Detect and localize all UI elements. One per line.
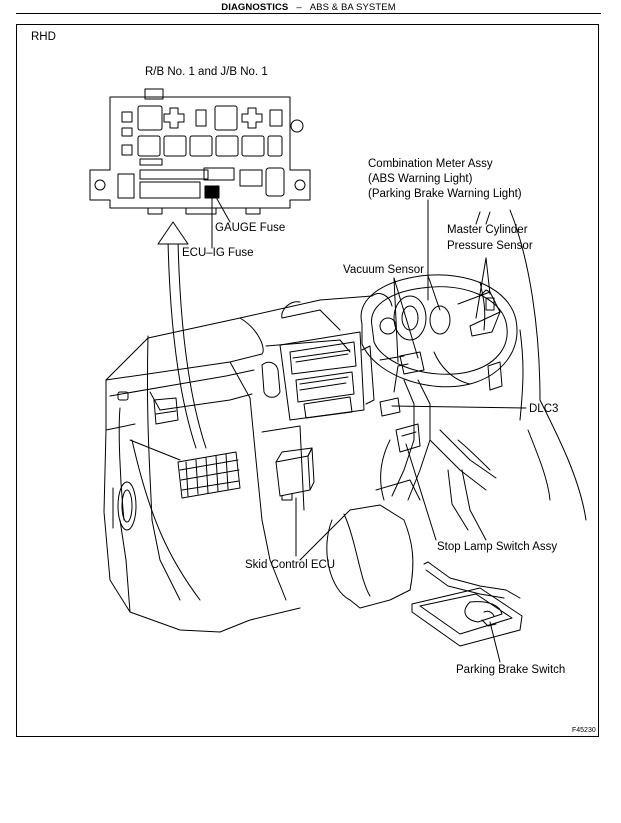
steering-column [379, 363, 497, 541]
master-cylinder-tick-2 [485, 211, 491, 225]
parking-brake-switch-label: Parking Brake Switch [456, 664, 566, 676]
combination-meter-label: Combination Meter Assy [368, 158, 493, 170]
variant-label: RHD [31, 31, 56, 43]
dlc3-label: DLC3 [529, 403, 559, 415]
rb-jb-label: R/B No. 1 and J/B No. 1 [145, 66, 268, 78]
parking-brake-warning-light-label: (Parking Brake Warning Light) [368, 188, 522, 200]
steering-assembly [360, 274, 518, 391]
header-separator: – [296, 2, 302, 13]
dlc3-leader [391, 405, 527, 409]
parking-brake-switch-leader [489, 621, 501, 663]
vacuum-sensor-label: Vacuum Sensor [343, 264, 424, 276]
gauge-fuse-leader [211, 189, 231, 223]
abs-warning-light-label: (ABS Warning Light) [368, 173, 473, 185]
master-cylinder-leader-1 [475, 257, 487, 319]
door-edge [509, 209, 587, 521]
dashboard-body [103, 293, 421, 633]
vacuum-sensor-leader-1 [393, 277, 399, 363]
vacuum-sensor-leader-2 [393, 277, 419, 359]
header-rule [16, 13, 601, 14]
parking-brake-assembly [411, 561, 523, 647]
dash-junction-block [177, 451, 241, 499]
master-cylinder-leader-2 [485, 257, 491, 295]
header-section: DIAGNOSTICS [221, 2, 289, 13]
skid-control-ecu [275, 447, 315, 501]
diagram-frame [16, 24, 599, 737]
header-system: ABS & BA SYSTEM [309, 2, 396, 13]
header-title: DIAGNOSTICS–ABS & BA SYSTEM [16, 2, 601, 13]
skid-control-ecu-label: Skid Control ECU [245, 559, 336, 571]
master-cylinder-label: Master Cylinder [447, 224, 528, 236]
stop-lamp-switch-leader [405, 443, 437, 541]
master-cylinder-tick [475, 211, 481, 225]
pressure-sensor-label: Pressure Sensor [447, 240, 533, 252]
ecu-ig-fuse-label: ECU–IG Fuse [182, 247, 254, 259]
figure-id: F45230 [572, 727, 596, 734]
relay-junction-block [89, 88, 311, 215]
junction-block-arrow [157, 221, 207, 449]
page-header: DIAGNOSTICS–ABS & BA SYSTEM [16, 0, 601, 14]
stop-lamp-switch-label: Stop Lamp Switch Assy [437, 541, 558, 553]
gauge-fuse-label: GAUGE Fuse [215, 222, 286, 234]
